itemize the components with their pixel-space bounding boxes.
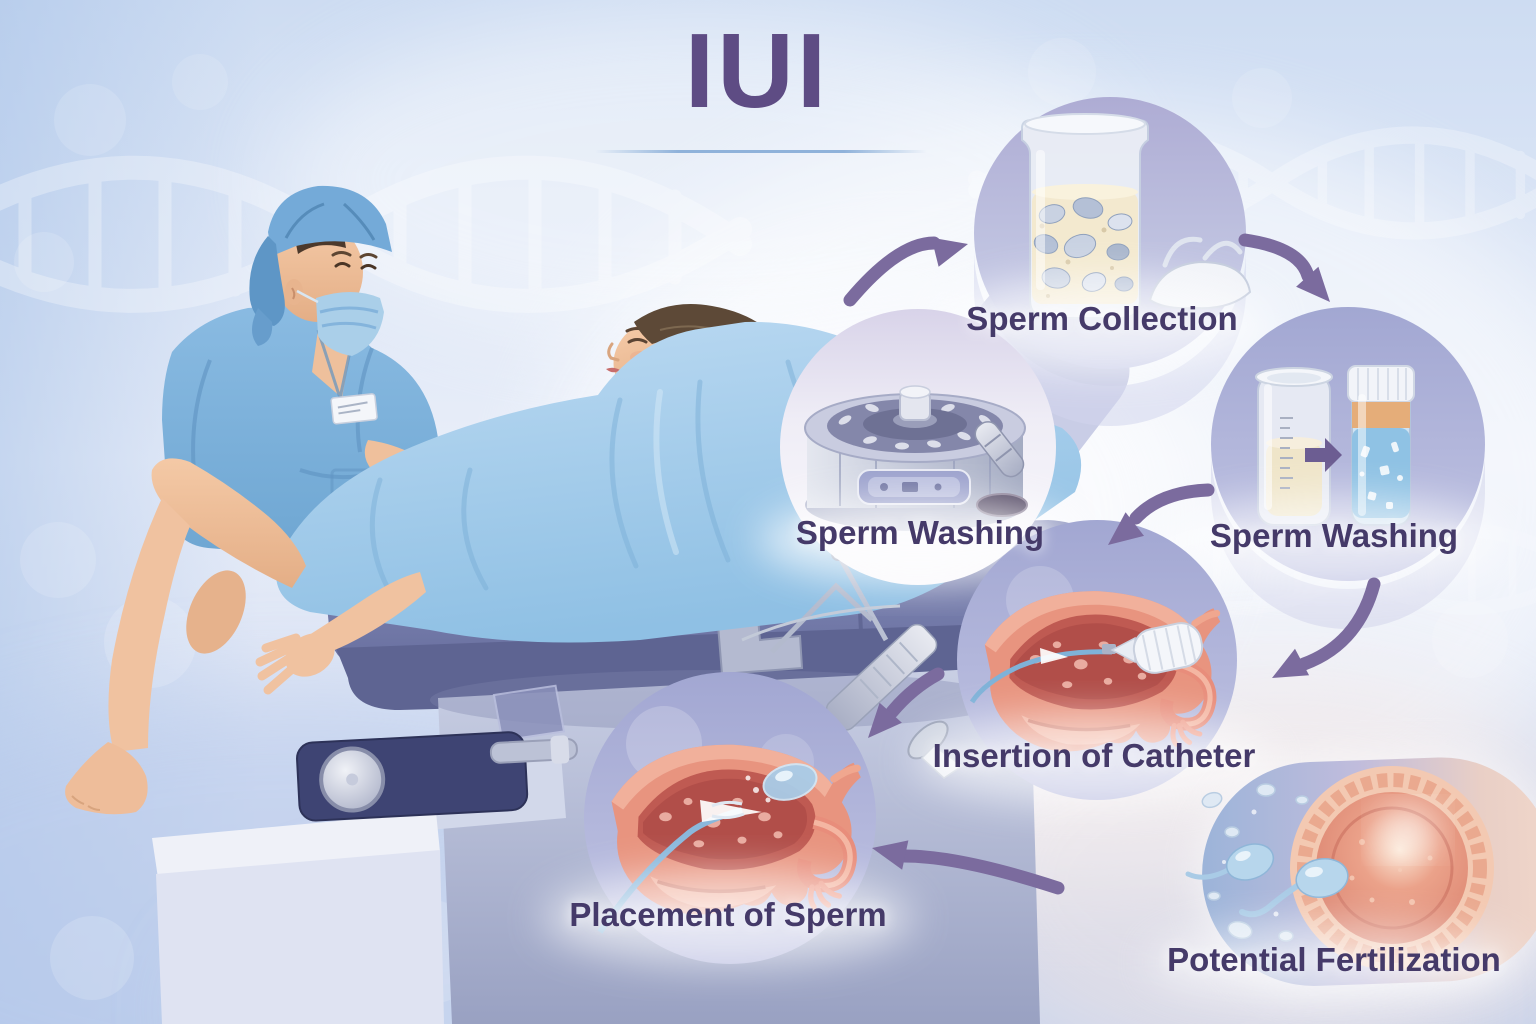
page-title: IUI <box>684 12 830 130</box>
step-label-insertion-of-catheter: Insertion of Catheter <box>932 737 1256 774</box>
step-potential-fertilization <box>1149 753 1536 1002</box>
step-label-placement-of-sperm: Placement of Sperm <box>569 896 887 933</box>
step-sperm-washing-centrifuge <box>758 309 1078 585</box>
beaker-specimen-icon <box>1021 113 1252 319</box>
step-sperm-washing-tubes <box>1164 307 1504 629</box>
step-insertion-of-catheter <box>914 520 1274 804</box>
arrow-collection-to-washing <box>1238 233 1330 302</box>
arrow-washing-down-right <box>1272 577 1381 678</box>
flow-arrows <box>843 233 1381 895</box>
step-label-sperm-collection: Sperm Collection <box>966 300 1238 337</box>
centrifuge-icon <box>804 385 1028 531</box>
step-label-potential-fertilization: Potential Fertilization <box>1167 941 1501 978</box>
step-sperm-collection <box>940 97 1270 426</box>
title-underline <box>595 150 927 153</box>
test-tubes-icon <box>1255 365 1415 526</box>
sperm-cells <box>1185 843 1349 918</box>
name-badge <box>330 393 378 425</box>
step-label-sperm-washing-tubes: Sperm Washing <box>1209 517 1459 554</box>
arrow-right-small <box>1305 438 1342 472</box>
step-label-sperm-washing-centrifuge: Sperm Washing <box>795 514 1045 551</box>
foot-pedal-device <box>296 684 578 822</box>
surgical-cap <box>268 185 392 256</box>
uterus-catheter-icon <box>969 591 1220 751</box>
arrow-insertion-to-placement <box>868 667 945 738</box>
arrow-washing-to-insertion <box>1108 483 1215 545</box>
step-placement-of-sperm <box>543 672 913 964</box>
arrow-scene-to-collection <box>843 236 968 307</box>
arrow-fertilization-to-placement <box>872 840 1065 895</box>
